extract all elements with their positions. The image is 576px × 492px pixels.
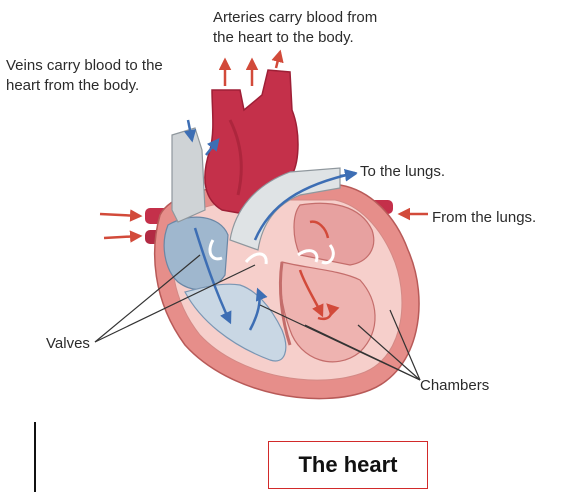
veins-label-line-2: heart from the body. [6,76,163,96]
to-lungs-arrow [340,174,355,176]
veins-label: Veins carry blood to the heart from the … [6,56,163,96]
caption-box: The heart [268,441,428,489]
arteries-label-line-2: the heart to the body. [213,28,377,48]
superior-vena-cava [172,128,205,222]
left-inflow-arrows [100,214,140,238]
from-lungs-label: From the lungs. [432,208,536,228]
caption-title: The heart [298,452,397,478]
arteries-label: Arteries carry blood from the heart to t… [213,8,377,48]
to-lungs-label: To the lungs. [360,162,445,182]
chambers-label: Chambers [420,376,489,396]
valves-label: Valves [46,334,90,354]
vertical-divider [34,422,36,492]
arteries-label-line-1: Arteries carry blood from [213,8,377,28]
veins-label-line-1: Veins carry blood to the [6,56,163,76]
